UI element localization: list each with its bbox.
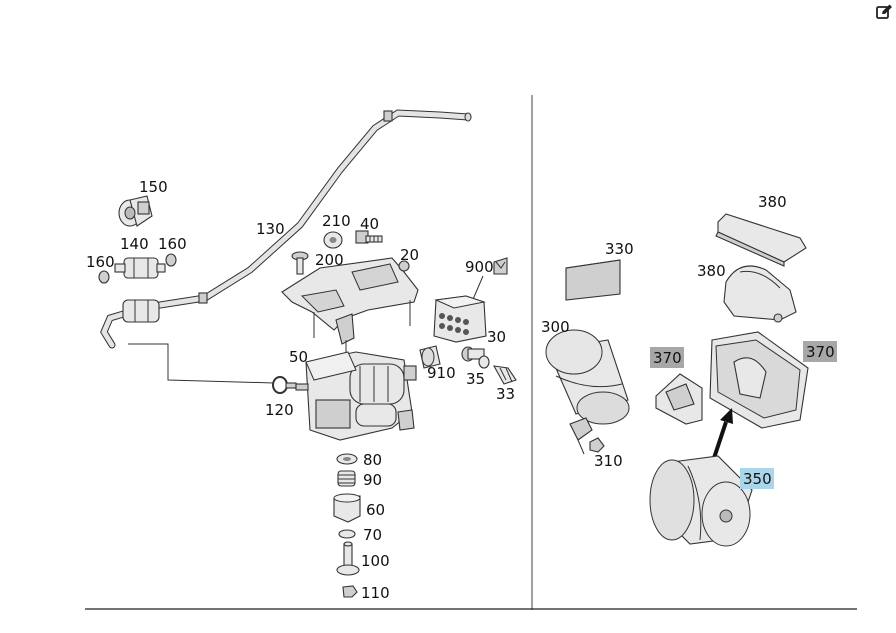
callout-350[interactable]: 350 [743, 470, 772, 488]
part-210-washer [323, 231, 343, 249]
callout-150[interactable]: 150 [139, 178, 168, 196]
label-box-370-right [803, 341, 837, 362]
callout-210[interactable]: 210 [322, 212, 351, 230]
label-box-350-selected[interactable] [740, 468, 774, 489]
callout-300[interactable]: 300 [541, 318, 570, 336]
part-33-fitting [492, 365, 517, 385]
edit-icon[interactable] [876, 4, 892, 19]
callout-120[interactable]: 120 [265, 401, 294, 419]
callout-140[interactable]: 140 [120, 235, 149, 253]
part-380-cover [723, 265, 797, 323]
part-120-clamp [272, 376, 297, 394]
part-370-bracket [655, 373, 703, 425]
part-150-filter [118, 195, 153, 227]
part-910-sleeve [419, 345, 441, 369]
part-35-fitting [461, 346, 490, 369]
callout-910[interactable]: 910 [427, 364, 456, 382]
part-30-valve-block [433, 295, 487, 343]
part-80-washer [336, 453, 358, 465]
callout-110[interactable]: 110 [361, 584, 390, 602]
callout-50[interactable]: 50 [289, 348, 308, 366]
callout-70[interactable]: 70 [363, 526, 382, 544]
part-300-canister [545, 329, 630, 425]
part-310-nut [589, 437, 605, 453]
callout-310[interactable]: 310 [594, 452, 623, 470]
callout-130[interactable]: 130 [256, 220, 285, 238]
callout-33[interactable]: 33 [496, 385, 515, 403]
part-100-pin [336, 541, 360, 576]
part-130-intake-tube [100, 109, 472, 349]
callout-30[interactable]: 30 [487, 328, 506, 346]
callout-380-cover[interactable]: 380 [697, 262, 726, 280]
part-380-lid [715, 213, 807, 267]
part-300-valve [569, 417, 593, 455]
label-box-370-left [650, 347, 684, 368]
part-350-reservoir [649, 455, 753, 547]
part-70-washer [338, 529, 356, 539]
callout-370-right[interactable]: 370 [806, 343, 835, 361]
part-330-pad [565, 259, 621, 301]
callout-200[interactable]: 200 [315, 251, 344, 269]
callout-35[interactable]: 35 [466, 370, 485, 388]
part-50-compressor [295, 351, 417, 441]
callout-90[interactable]: 90 [363, 471, 382, 489]
callout-40[interactable]: 40 [360, 215, 379, 233]
callout-160-right[interactable]: 160 [158, 235, 187, 253]
part-370-housing [709, 331, 809, 429]
callout-60[interactable]: 60 [366, 501, 385, 519]
callout-380-lid[interactable]: 380 [758, 193, 787, 211]
part-160-cap-right [165, 253, 177, 267]
part-200-screw [291, 251, 309, 275]
part-140-inline-filter [114, 257, 166, 279]
callout-370-left[interactable]: 370 [653, 349, 682, 367]
assembly-arrow [710, 408, 733, 465]
part-90-spring [337, 470, 356, 487]
part-20-bracket [281, 257, 419, 358]
callout-100[interactable]: 100 [361, 552, 390, 570]
part-intake-filter [122, 299, 160, 323]
callout-160-left[interactable]: 160 [86, 253, 115, 271]
part-900-connector [493, 257, 508, 275]
part-160-cap-left [98, 270, 110, 284]
callout-900[interactable]: 900 [465, 258, 494, 276]
callout-80[interactable]: 80 [363, 451, 382, 469]
callout-330[interactable]: 330 [605, 240, 634, 258]
part-60-damper [333, 493, 361, 523]
part-110-nut [342, 585, 358, 598]
part-40-bolt [355, 230, 383, 244]
callout-20[interactable]: 20 [400, 246, 419, 264]
